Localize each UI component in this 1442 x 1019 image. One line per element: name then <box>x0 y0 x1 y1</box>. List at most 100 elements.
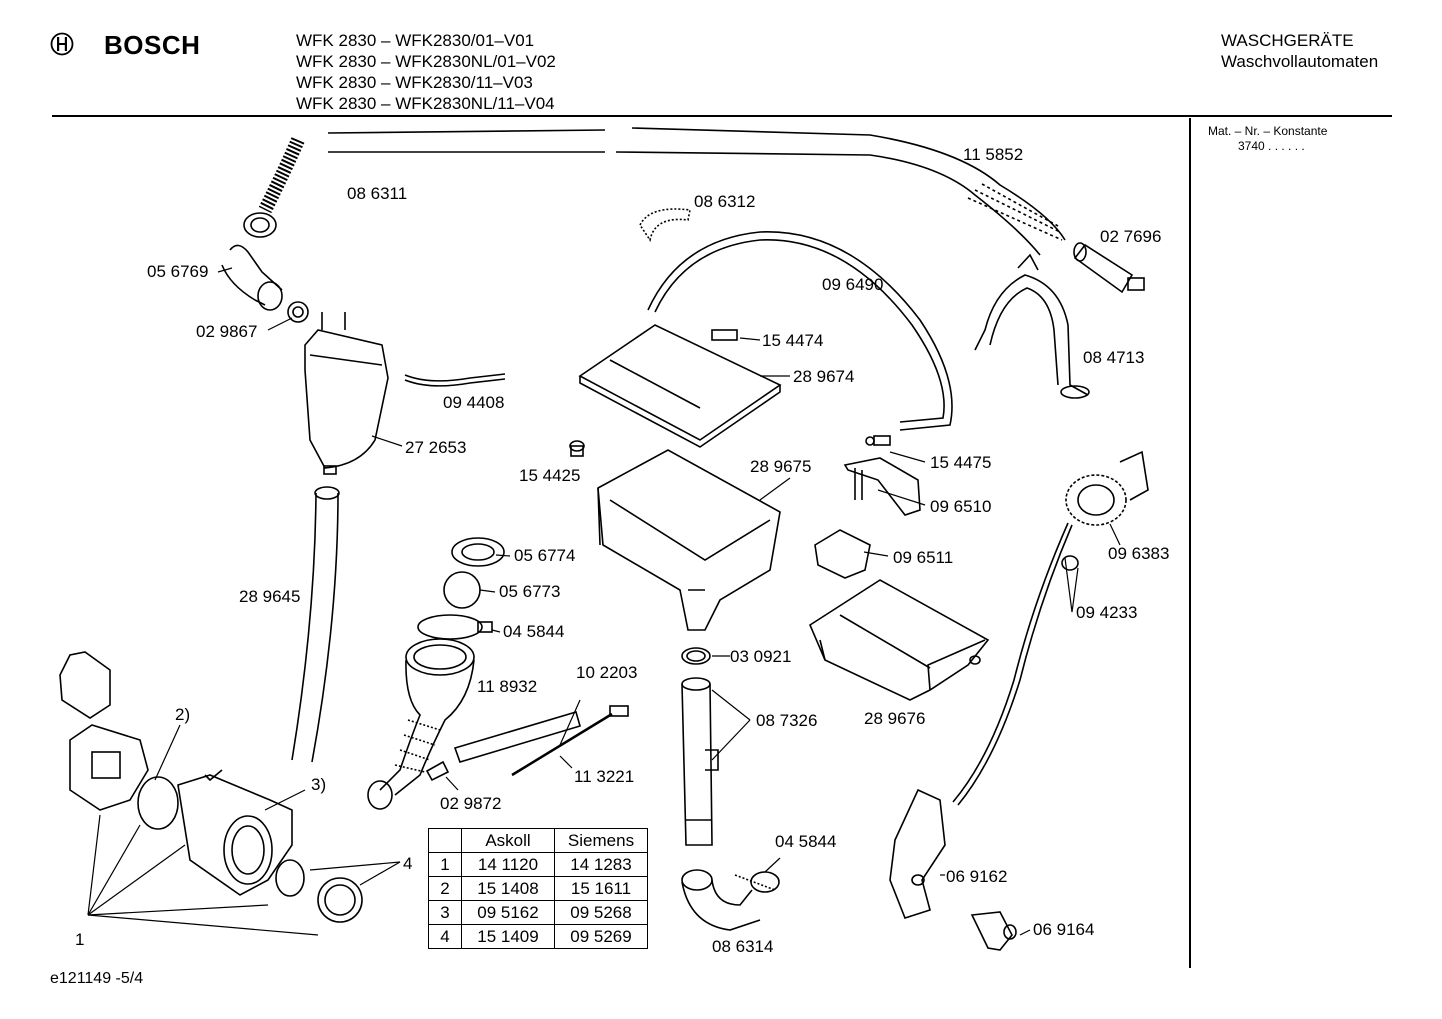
table-cell: 09 5269 <box>554 924 648 949</box>
hose-connector <box>243 212 277 238</box>
model-list: WFK 2830 – WFK2830/01–V01 WFK 2830 – WFK… <box>296 30 556 114</box>
mat-value: 3740 . . . . . . <box>1238 139 1305 153</box>
dispenser-cover <box>578 324 782 448</box>
drain-hose-long <box>258 127 1066 256</box>
end-cap <box>970 911 1017 951</box>
ref-label: 1 <box>75 930 84 949</box>
drain-plug <box>1073 242 1145 294</box>
table-cell: 4 <box>428 924 462 949</box>
part-label: 08 6314 <box>712 937 773 956</box>
table-header-cell <box>428 828 462 853</box>
document-id: e121149 -5/4 <box>50 970 144 987</box>
table-row: 1 14 1120 14 1283 <box>428 852 648 877</box>
valve-nozzle <box>569 440 585 457</box>
table-row: 2 15 1408 15 1611 <box>428 876 648 901</box>
table-cell: 3 <box>428 900 462 925</box>
brand-name: BOSCH <box>104 30 201 60</box>
elbow-hose <box>221 244 283 311</box>
hose-clamp <box>417 614 493 640</box>
table-header-row: Askoll Siemens <box>428 828 648 853</box>
part-label: 11 8932 <box>477 677 537 696</box>
part-label: 15 4475 <box>930 453 991 472</box>
part-label: 06 9164 <box>1033 920 1094 939</box>
table-cell: 2 <box>428 876 462 901</box>
category-block: WASCHGERÄTE Waschvollautomaten <box>1221 30 1378 72</box>
part-label: 05 6774 <box>514 546 575 565</box>
part-label: 15 4474 <box>762 331 823 350</box>
part-label: 09 4233 <box>1076 603 1137 622</box>
part-label: 28 9676 <box>864 709 925 728</box>
small-hose <box>404 373 506 382</box>
drain-elbow <box>681 869 776 931</box>
table-cell: 09 5162 <box>461 900 555 925</box>
pressure-switch <box>1065 450 1149 526</box>
model-line: WFK 2830 – WFK2830NL/11–V04 <box>296 94 555 113</box>
vertical-hose <box>291 486 340 763</box>
part-label: 05 6773 <box>499 582 560 601</box>
material-number-block: Mat. – Nr. – Konstante 3740 . . . . . . <box>1208 124 1327 154</box>
hose-sleeve <box>425 760 450 782</box>
part-label: 02 9872 <box>440 794 501 813</box>
hose-bracket <box>974 253 1090 399</box>
part-label: 02 7696 <box>1100 227 1161 246</box>
bellows-hose <box>367 638 475 810</box>
vent-pipe <box>681 677 719 846</box>
detergent-drawer <box>808 579 990 701</box>
ref-label: 2) <box>175 705 190 724</box>
part-label: 05 6769 <box>147 262 208 281</box>
long-thin-hose <box>647 231 953 431</box>
pump-motor <box>69 724 149 811</box>
siphon-part <box>814 529 871 579</box>
table-cell: 15 1409 <box>461 924 555 949</box>
table-header-cell: Siemens <box>554 828 648 853</box>
hose-nozzle <box>865 435 891 446</box>
part-label: 03 0921 <box>730 647 791 666</box>
model-line: WFK 2830 – WFK2830NL/01–V02 <box>296 52 556 71</box>
table-cell: 1 <box>428 852 462 877</box>
part-label: 11 5852 <box>963 145 1023 164</box>
pressure-tube-clip <box>1061 555 1079 571</box>
part-label: 11 3221 <box>574 767 634 786</box>
small-bend-hose <box>639 208 691 243</box>
table-row: 3 09 5162 09 5268 <box>428 900 648 925</box>
float-ball <box>443 571 481 609</box>
table-cell: 14 1283 <box>554 852 648 877</box>
part-label: 28 9675 <box>750 457 811 476</box>
part-label: 08 6312 <box>694 192 755 211</box>
part-label: 02 9867 <box>196 322 257 341</box>
ref-label: 3) <box>311 775 326 794</box>
part-label: 08 7326 <box>756 711 817 730</box>
bosch-logo-icon <box>50 32 74 56</box>
ref-label: 4 <box>403 854 412 873</box>
pump-cover <box>59 651 111 719</box>
part-label: 27 2653 <box>405 438 466 457</box>
drain-rod <box>511 705 629 777</box>
part-label: 10 2203 <box>576 663 637 682</box>
filter-o-ring <box>275 859 305 897</box>
table-cell: 09 5268 <box>554 900 648 925</box>
part-label: 09 6510 <box>930 497 991 516</box>
part-label: 04 5844 <box>503 622 564 641</box>
part-label: 08 4713 <box>1083 348 1144 367</box>
filter-cap <box>317 877 363 923</box>
table-cell: 15 1611 <box>554 876 648 901</box>
part-label: 09 6490 <box>822 275 883 294</box>
part-label: 15 4425 <box>519 466 580 485</box>
part-label: 06 9162 <box>946 867 1007 886</box>
part-label: 04 5844 <box>775 832 836 851</box>
part-label: 08 6311 <box>347 184 407 203</box>
mat-label: Mat. – Nr. – Konstante <box>1208 124 1328 138</box>
mounting-bracket <box>889 788 946 919</box>
table-cell: 14 1120 <box>461 852 555 877</box>
seal-ring <box>287 301 309 323</box>
part-label: 28 9645 <box>239 587 300 606</box>
part-label: 09 6383 <box>1108 544 1169 563</box>
model-line: WFK 2830 – WFK2830/01–V01 <box>296 31 535 50</box>
part-label: 09 6511 <box>893 548 953 567</box>
air-trap <box>304 312 389 475</box>
float-switch-part <box>843 457 921 516</box>
straight-hose <box>453 711 581 763</box>
table-cell: 15 1408 <box>461 876 555 901</box>
table-header-cell: Askoll <box>461 828 555 853</box>
